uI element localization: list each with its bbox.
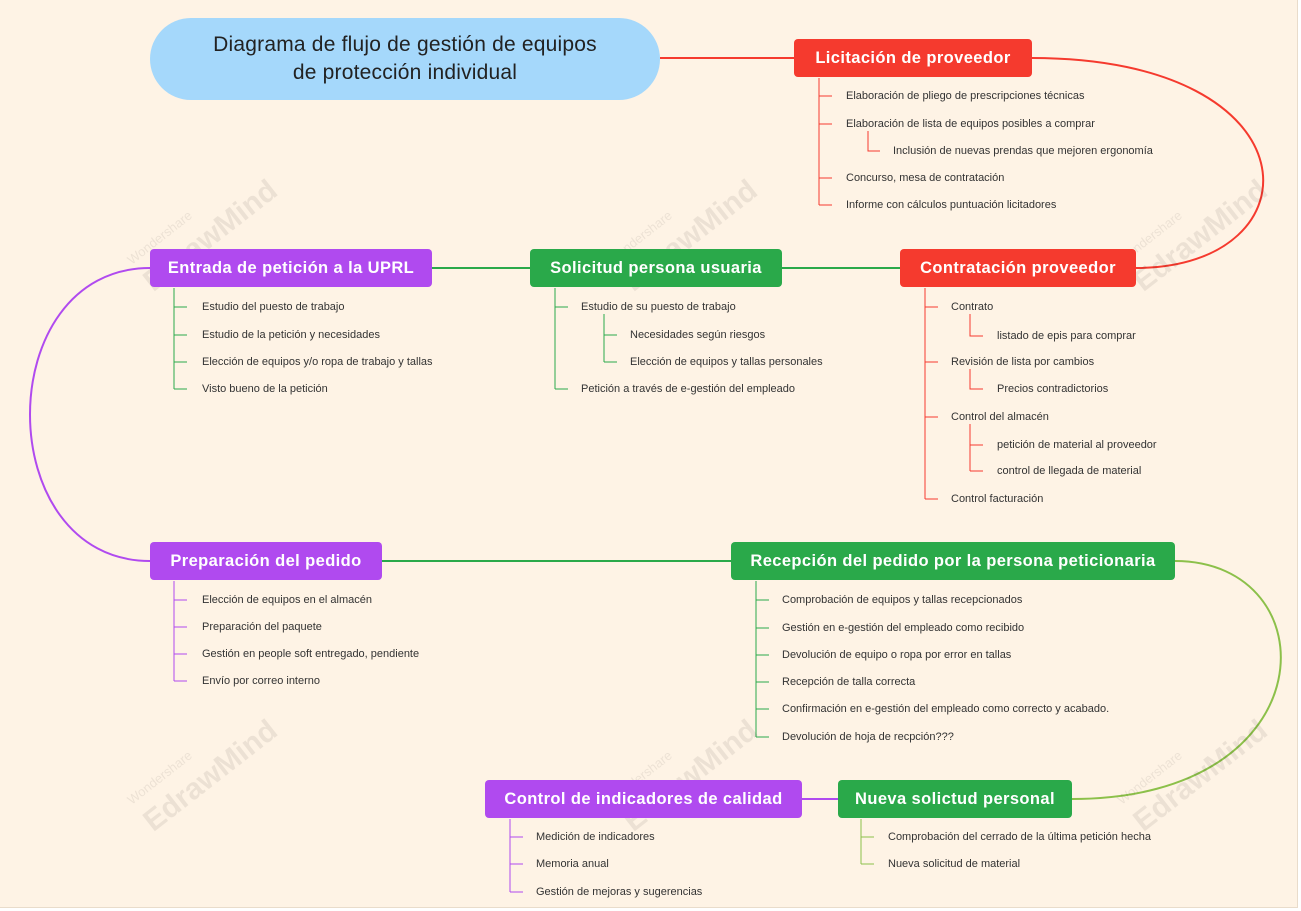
- topic-nueva-solicitud[interactable]: Nueva solictud personal: [838, 780, 1072, 818]
- topic-solicitud-persona-usuaria[interactable]: Solicitud persona usuaria: [530, 249, 782, 287]
- subtopic-nuevas-prendas[interactable]: Inclusión de nuevas prendas que mejoren …: [893, 145, 1153, 157]
- subtopic-gestion-people-soft[interactable]: Gestión en people soft entregado, pendie…: [202, 648, 420, 660]
- main-title-line-1: Diagrama de flujo de gestión de equipos: [213, 33, 597, 56]
- subtopic-listado-epis[interactable]: listado de epis para comprar: [997, 330, 1136, 342]
- subtopic-medicion-indicadores[interactable]: Medición de indicadores: [536, 831, 655, 843]
- subtopic-necesidades-riesgos[interactable]: Necesidades según riesgos: [630, 329, 766, 341]
- subtopic-comprobacion-cerrado[interactable]: Comprobación del cerrado de la última pe…: [888, 831, 1151, 843]
- subtopic-gestion-recibido[interactable]: Gestión en e-gestión del empleado como r…: [782, 622, 1025, 634]
- subtopic-gestion-mejoras[interactable]: Gestión de mejoras y sugerencias: [536, 886, 703, 898]
- subtopic-contrato[interactable]: Contrato: [951, 301, 994, 313]
- subtopic-nueva-solicitud-material[interactable]: Nueva solicitud de material: [888, 858, 1021, 870]
- subtopic-estudio-puesto[interactable]: Estudio del puesto de trabajo: [202, 301, 345, 313]
- subtopic-pliego-prescripciones[interactable]: Elaboración de pliego de prescripciones …: [846, 90, 1085, 102]
- topic-licitacion-proveedor[interactable]: Licitación de proveedor: [794, 39, 1032, 77]
- subtopic-confirmacion-egestion[interactable]: Confirmación en e-gestión del empleado c…: [782, 703, 1110, 715]
- topic-recepcion-pedido[interactable]: Recepción del pedido por la persona peti…: [731, 542, 1175, 580]
- subtopic-lista-equipos[interactable]: Elaboración de lista de equipos posibles…: [846, 118, 1095, 130]
- subtopic-revision-lista[interactable]: Revisión de lista por cambios: [951, 356, 1095, 368]
- subtopic-preparacion-paquete[interactable]: Preparación del paquete: [202, 621, 322, 633]
- subtopic-eleccion-almacen[interactable]: Elección de equipos en el almacén: [202, 594, 373, 606]
- subtopic-estudio-puesto-propio[interactable]: Estudio de su puesto de trabajo: [581, 301, 736, 313]
- subtopic-control-almacen[interactable]: Control del almacén: [951, 411, 1049, 423]
- subtopic-envio-correo[interactable]: Envío por correo interno: [202, 675, 321, 687]
- topic-entrada-peticion-uprl[interactable]: Entrada de petición a la UPRL: [150, 249, 432, 287]
- subtopic-memoria-anual[interactable]: Memoria anual: [536, 858, 609, 870]
- subtopic-eleccion-tallas-personales[interactable]: Elección de equipos y tallas personales: [630, 356, 823, 368]
- subtopic-eleccion-equipos-ropa[interactable]: Elección de equipos y/o ropa de trabajo …: [202, 356, 433, 368]
- main-title-line-2: de protección individual: [292, 61, 518, 84]
- subtopic-devolucion-equipo[interactable]: Devolución de equipo o ropa por error en…: [782, 649, 1012, 661]
- subtopic-control-llegada[interactable]: control de llegada de material: [997, 465, 1142, 477]
- main-title[interactable]: Diagrama de flujo de gestión de equipos …: [150, 18, 660, 100]
- subtopic-peticion-material[interactable]: petición de material al proveedor: [997, 439, 1157, 451]
- subtopic-control-facturacion[interactable]: Control facturación: [951, 493, 1044, 505]
- topic-contratacion-proveedor[interactable]: Contratación proveedor: [900, 249, 1136, 287]
- topic-preparacion-pedido[interactable]: Preparación del pedido: [150, 542, 382, 580]
- subtopic-devolucion-hoja[interactable]: Devolución de hoja de recpción???: [782, 731, 954, 743]
- subtopic-comprobacion-equipos[interactable]: Comprobación de equipos y tallas recepci…: [782, 594, 1023, 606]
- subtopic-visto-bueno[interactable]: Visto bueno de la petición: [202, 383, 328, 395]
- topic-control-indicadores[interactable]: Control de indicadores de calidad: [485, 780, 802, 818]
- subtopic-peticion-egestion[interactable]: Petición a través de e-gestión del emple…: [581, 383, 796, 395]
- subtopic-concurso[interactable]: Concurso, mesa de contratación: [846, 172, 1005, 184]
- subtopic-informe-puntuacion[interactable]: Informe con cálculos puntuación licitado…: [846, 199, 1057, 211]
- subtopic-estudio-peticion[interactable]: Estudio de la petición y necesidades: [202, 329, 380, 341]
- subtopic-recepcion-talla[interactable]: Recepción de talla correcta: [782, 676, 916, 688]
- subtopic-precios-contradictorios[interactable]: Precios contradictorios: [997, 383, 1109, 395]
